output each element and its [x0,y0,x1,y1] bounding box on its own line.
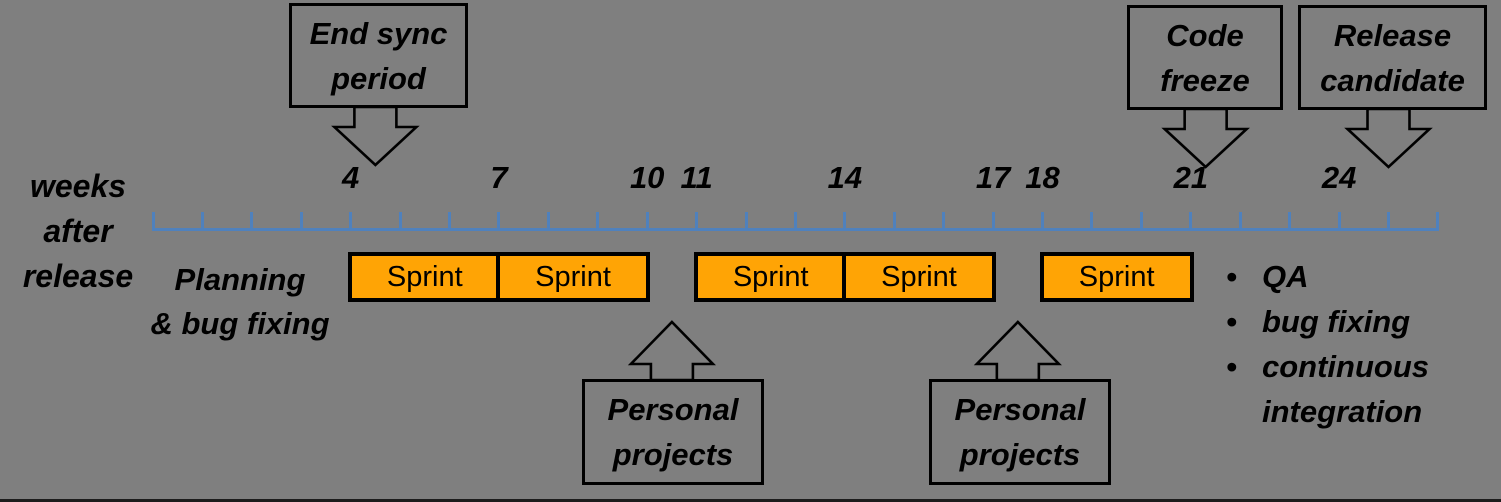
ruler-tick [1090,212,1094,231]
callout-release-candidate: Release candidate [1298,5,1487,110]
axis-label-weeks-after-release: weeks after release [4,164,152,299]
callout-line: Personal [607,392,739,427]
week-tick-label: 24 [1321,160,1357,195]
callout-end-sync-period: End sync period [289,3,468,108]
ruler-tick [1436,212,1440,231]
ruler-tick [1139,212,1143,231]
callout-line: Code [1166,17,1244,53]
callout-line: projects [612,437,734,472]
list-item: • bug fixing [1220,299,1438,344]
ruler-tick [695,212,699,231]
week-tick-label: 10 [629,160,665,195]
ruler-tick [497,212,501,231]
callout-line: End sync [309,15,448,51]
callout-personal-projects-1: Personal projects [582,379,764,485]
sprint-box: Sprint [841,252,997,302]
week-tick-label: 17 [975,160,1011,195]
ruler-tick [744,212,748,231]
release-candidate-arrow-down-icon [1344,107,1433,169]
ruler-tick [398,212,402,231]
callout-personal-projects-2: Personal projects [929,379,1111,485]
ruler-tick [546,212,550,231]
ruler-tick [793,212,797,231]
callout-line: Release [1333,17,1452,53]
list-item: • QA [1220,254,1438,299]
callout-line: candidate [1320,62,1465,98]
ruler-tick [448,212,452,231]
sprint-box: Sprint [495,252,651,302]
phase-label-planning-bug-fixing: Planning & bug fixing [125,258,355,346]
ruler-tick [942,212,946,231]
callout-line: freeze [1160,62,1250,98]
callout-line: period [331,60,426,96]
list-item: • continuous integration [1220,344,1438,434]
ruler-tick [151,212,155,231]
callout-line: projects [959,437,1081,472]
ruler-tick [1288,212,1292,231]
end-sync-arrow-down-icon [331,105,420,167]
sprint-box: Sprint [1039,252,1194,302]
callout-line: Personal [954,392,1086,427]
week-tick-label: 21 [1173,160,1209,195]
list-item-text: continuous integration [1262,349,1430,429]
axis-label-line: release [22,258,134,294]
week-tick-label: 4 [342,160,360,195]
ruler-tick [1387,212,1390,231]
ruler-tick [1238,212,1242,231]
ruler-tick [991,212,995,231]
phase-label-line: Planning [174,262,306,297]
ruler-tick [892,212,896,231]
phase-label-line: & bug fixing [150,306,330,341]
ruler-tick [645,212,649,231]
axis-label-line: weeks [29,168,127,204]
qa-activities-list: • QA • bug fixing • continuous integrati… [1220,254,1438,434]
bullet-icon: • [1226,349,1237,384]
ruler-tick [299,212,303,231]
ruler-tick [250,212,254,231]
list-item-text: QA [1262,259,1309,294]
list-item-text: bug fixing [1262,304,1411,339]
week-tick-label: 18 [1025,160,1060,195]
ruler-tick [1041,212,1045,231]
ruler-tick [843,212,847,231]
axis-label-line: after [43,213,113,249]
week-tick-label: 11 [680,160,713,195]
bottom-border [0,499,1501,502]
ruler-tick [200,212,204,231]
ruler-tick [596,212,600,231]
week-tick-label: 7 [490,160,508,195]
bullet-icon: • [1226,259,1237,294]
ruler-tick [349,212,353,231]
ruler-tick [1189,212,1193,231]
code-freeze-arrow-down-icon [1161,107,1250,169]
week-tick-label: 14 [827,160,863,195]
personal-projects-arrow-up-icon [627,320,716,382]
callout-code-freeze: Code freeze [1127,5,1283,110]
ruler-tick [1337,212,1341,231]
bullet-icon: • [1226,304,1237,339]
personal-projects-arrow-up-icon [973,320,1062,382]
sprint-box: Sprint [693,252,848,302]
sprint-box: Sprint [347,252,502,302]
